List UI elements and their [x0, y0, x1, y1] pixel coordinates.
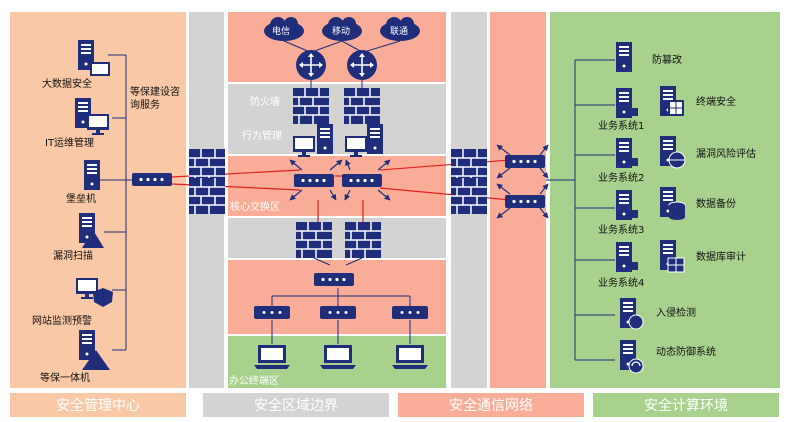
mgmt-device-it-ops: [75, 98, 109, 135]
core-arrows: [289, 159, 391, 201]
region-firewall-block: [228, 84, 446, 154]
vuln-assessment-icon: [660, 136, 686, 169]
firewall-label: 防火墙: [250, 97, 280, 108]
mgmt-label-bigdata: 大数据安全: [42, 79, 92, 90]
mgmt-device-bigdata: [78, 40, 110, 76]
inner-firewall-left: [295, 221, 333, 259]
core-switch-right: [342, 174, 382, 187]
management-connectors: [100, 54, 132, 351]
comm-switch-top: [505, 155, 545, 168]
business-system-3-label: 业务系统3: [598, 225, 645, 236]
business-system-2-label: 业务系统2: [598, 173, 645, 184]
aggregation-switch: [314, 273, 354, 286]
compute-label-backup: 数据备份: [696, 199, 736, 210]
isp-label-mobile: 移动: [332, 27, 351, 37]
left-boundary-firewall-bottom: [188, 177, 226, 215]
consult-label-line1: 等保建设咨: [130, 87, 180, 98]
region-inner-firewall-block: [228, 218, 446, 258]
mgmt-switch: [132, 173, 172, 186]
footer-region-boundary: 安全区域边界: [203, 393, 389, 417]
mgmt-label-vuln-scan: 漏洞扫描: [53, 251, 93, 262]
mgmt-label-bastion: 堡垒机: [66, 194, 96, 205]
compute-label-vuln: 漏洞风险评估: [696, 149, 756, 160]
isp-router-left: [295, 49, 327, 81]
compute-label-terminal: 终端安全: [696, 97, 736, 108]
region-firewall-right: [343, 87, 381, 125]
isp-label-unicom: 联通: [390, 27, 409, 37]
right-boundary-firewall-bottom: [450, 177, 488, 215]
backup-icon: [660, 187, 686, 220]
behavior-server-left: [317, 124, 333, 154]
comm-arrows: [496, 144, 549, 219]
footer-computing-environment: 安全计算环境: [593, 393, 779, 417]
compute-label-intrusion: 入侵检测: [656, 308, 696, 319]
behavior-monitor-left: [293, 136, 315, 157]
red-links: [171, 159, 511, 223]
office-laptops: [254, 345, 428, 369]
consult-label-line2: 询服务: [130, 100, 160, 111]
mgmt-label-web-monitor: 网站监测预警: [32, 316, 92, 327]
core-switch-left: [294, 174, 334, 187]
terminal-security-icon: [660, 86, 684, 116]
comm-switch-bottom: [505, 195, 545, 208]
db-audit-icon: [660, 240, 685, 273]
inner-firewall-right: [344, 221, 382, 259]
compute-label-tamper: 防篡改: [652, 55, 682, 66]
mgmt-device-bastion: [84, 160, 100, 190]
mgmt-label-it-ops: IT运维管理: [45, 138, 95, 149]
behavior-server-right: [367, 124, 383, 154]
core-switch-label: 核心交换区: [230, 202, 280, 213]
mgmt-label-integrated: 等保一体机: [40, 373, 90, 384]
business-system-1-label: 业务系统1: [598, 121, 645, 132]
isp-router-right: [346, 49, 378, 81]
isp-label-telecom: 电信: [272, 27, 291, 37]
business-system-4-label: 业务系统4: [598, 278, 645, 289]
footer-management-center: 安全管理中心: [10, 393, 186, 417]
office-terminal-label: 办公终端区: [229, 376, 279, 387]
compute-connectors: [546, 59, 615, 361]
behavior-label: 行为管理: [242, 131, 282, 142]
mgmt-device-web-monitor: [76, 278, 113, 307]
region-firewall-left: [292, 87, 330, 125]
compute-label-dynamic: 动态防御系统: [656, 347, 716, 358]
region-core-block: [228, 156, 446, 216]
mgmt-device-vuln-scan: [79, 213, 104, 248]
mgmt-device-integrated: [79, 330, 110, 370]
access-switches: [254, 306, 428, 319]
behavior-monitor-right: [345, 136, 367, 157]
compute-tamper-server: [616, 42, 632, 72]
footer-communication-network: 安全通信网络: [398, 393, 584, 417]
compute-label-db-audit: 数据库审计: [696, 252, 746, 263]
